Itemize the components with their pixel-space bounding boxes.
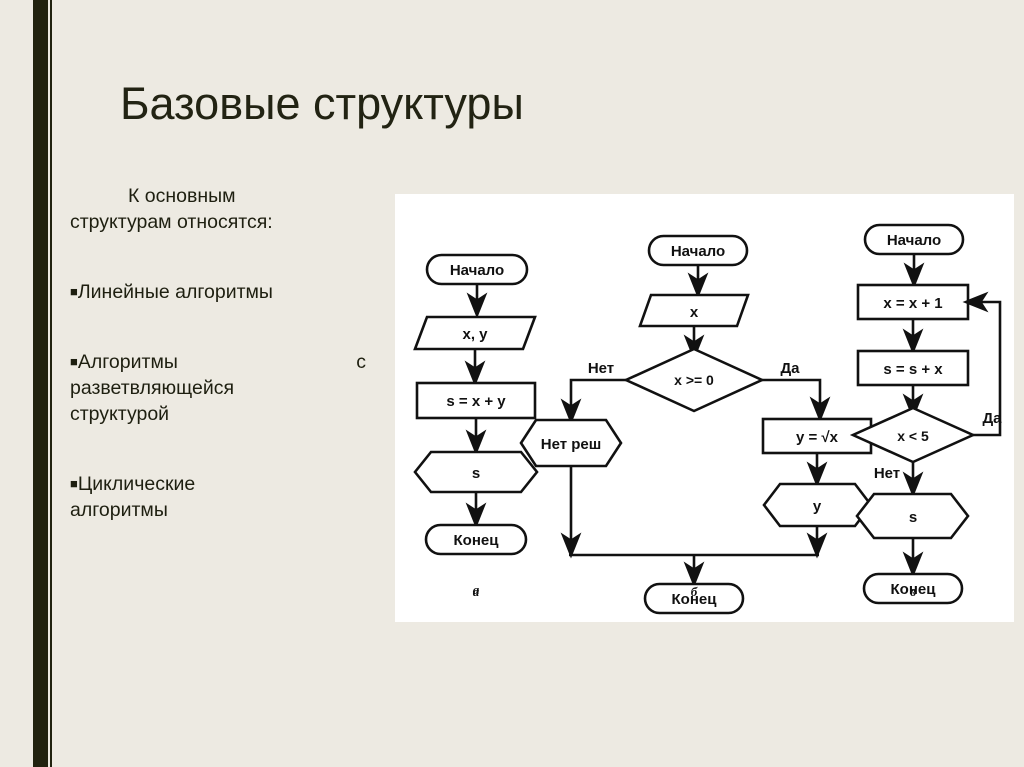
list-item-cyclic-label-2: алгоритмы <box>70 499 168 521</box>
node-c-start-label: Начало <box>887 232 941 249</box>
spacer-1 <box>70 235 366 279</box>
list-item-cyclic-label-1: Циклические <box>77 473 196 495</box>
node-c-increment-label: x = x + 1 <box>883 295 942 312</box>
node-b-output-label: y <box>813 498 822 515</box>
flowchart-panel: Начало x, y s = x + y s <box>395 194 1014 622</box>
node-c-end-label: Конец <box>891 581 937 598</box>
edge-c-loop-back <box>962 291 1002 437</box>
list-item-linear: ■Линейные алгоритмы <box>70 279 366 305</box>
flowchart-svg: Начало x, y s = x + y s <box>413 223 1002 615</box>
node-b-no-solution <box>519 418 623 468</box>
node-b-decision-label: x >= 0 <box>674 372 714 388</box>
page-title: Базовые структуры <box>120 78 524 129</box>
flowchart-column-c: Начало x = x + 1 s = s + x x < 5 Да <box>849 223 1002 605</box>
edge-b-no <box>560 378 626 425</box>
column-a-caption: а <box>473 582 480 597</box>
edge-b-yes <box>762 378 831 423</box>
left-accent-bar <box>33 0 48 767</box>
intro-paragraph: К основным структурам относятся: <box>70 183 366 235</box>
flowchart-column-b: Начало x x >= 0 Нет Да <box>519 234 873 615</box>
branch-label-c-no: Нет <box>874 465 900 482</box>
node-a-process-label: s = x + y <box>446 393 506 410</box>
caption-c: в <box>910 584 916 599</box>
list-item-linear-label: Линейные алгоритмы <box>77 281 273 303</box>
bullet-square-icon: ■ <box>70 354 78 369</box>
node-b-sqrt-label: y = √x <box>796 429 839 446</box>
list-item-branching-label-2: разветвляющейся <box>70 377 235 399</box>
bullet-square-icon: ■ <box>70 476 78 491</box>
node-b-input <box>638 293 750 328</box>
node-a-input <box>413 315 537 351</box>
node-a-output-label: s <box>472 465 480 482</box>
spacer-3 <box>70 427 366 471</box>
caption-b: б <box>691 584 698 599</box>
caption-a: а <box>473 584 480 599</box>
spacer-2 <box>70 305 366 349</box>
list-item-branching-line1: ■Алгоритмы с <box>70 349 366 375</box>
branch-label-c-yes: Да <box>982 410 1002 427</box>
node-a-input-label: x, y <box>462 326 488 343</box>
node-a-end <box>424 523 528 556</box>
node-c-increment <box>856 283 970 321</box>
branch-label-b-no: Нет <box>588 360 614 377</box>
list-item-cyclic: ■Циклические алгоритмы <box>70 471 366 523</box>
node-a-process <box>415 381 537 420</box>
node-c-end <box>862 572 964 605</box>
branching-line1-left: ■Алгоритмы <box>70 349 178 375</box>
left-accent-bar-thin <box>50 0 52 767</box>
node-a-end-label: Конец <box>454 532 500 549</box>
branch-label-b-yes: Да <box>780 360 800 377</box>
node-b-end <box>643 582 745 615</box>
list-item-branching: ■Алгоритмы с разветвляющейся структурой <box>70 349 366 427</box>
node-a-output <box>413 450 539 494</box>
node-c-accumulate-label: s = s + x <box>883 361 943 378</box>
bullet-square-icon: ■ <box>70 284 78 299</box>
node-b-no-solution-label: Нет реш <box>541 436 602 453</box>
intro-line-2: структурам относятся: <box>70 211 273 233</box>
list-item-branching-label-1: Алгоритмы <box>77 351 178 373</box>
intro-line-1: К основным <box>128 185 236 207</box>
node-b-start-label: Начало <box>671 243 725 260</box>
flowchart-column-a: Начало x, y s = x + y s <box>413 253 539 597</box>
node-a-start-label: Начало <box>450 262 504 279</box>
list-item-cyclic-line1: ■Циклические <box>70 471 366 497</box>
node-c-output-label: s <box>909 509 917 526</box>
list-item-branching-label-1-tail: с <box>356 351 366 373</box>
node-c-decision-label: x < 5 <box>897 428 929 444</box>
node-c-output <box>855 492 970 540</box>
node-b-input-label: x <box>690 304 699 321</box>
node-b-output <box>762 482 873 528</box>
node-b-end-label: Конец <box>672 591 718 608</box>
node-b-decision <box>622 347 766 413</box>
list-item-branching-label-3: структурой <box>70 403 170 425</box>
bullet-text-column: К основным структурам относятся: ■Линейн… <box>70 183 366 523</box>
